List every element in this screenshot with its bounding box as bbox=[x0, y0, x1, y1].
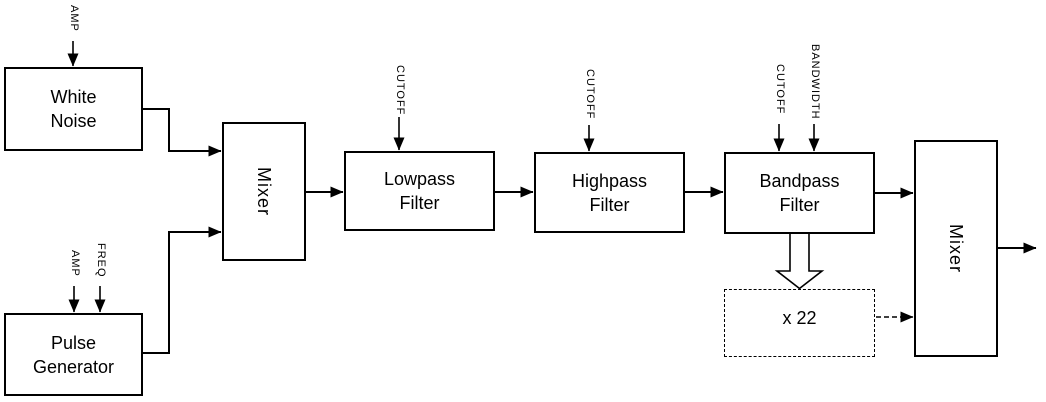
multiplier-label: x 22 bbox=[782, 308, 817, 328]
bandpass-label-line1: Bandpass bbox=[759, 171, 840, 191]
multiplier-box: x 22 bbox=[724, 289, 875, 357]
lowpass-filter-box: Lowpass Filter bbox=[344, 151, 495, 231]
mixer1-box: Mixer bbox=[222, 122, 306, 261]
cutoff-label-lowpass: CUTOFF bbox=[394, 65, 406, 116]
wire-pulse-generator-to-mixer1 bbox=[143, 226, 222, 354]
mixer2-label: Mixer bbox=[946, 224, 966, 273]
amp-label-white-noise: AMP bbox=[68, 5, 80, 32]
bandwidth-label-bandpass: BANDWIDTH bbox=[809, 44, 821, 120]
white-noise-label-line2: Noise bbox=[50, 111, 97, 131]
highpass-filter-box: Highpass Filter bbox=[534, 152, 685, 233]
pulse-generator-label-line2: Generator bbox=[32, 356, 115, 377]
hollow-down-arrow bbox=[774, 233, 825, 290]
lowpass-label-line1: Lowpass bbox=[383, 169, 456, 189]
cutoff-label-bandpass: CUTOFF bbox=[774, 64, 786, 115]
white-noise-label-line1: White bbox=[50, 87, 97, 107]
bandpass-filter-box: Bandpass Filter bbox=[724, 152, 875, 234]
cutoff-label-highpass: CUTOFF bbox=[584, 69, 596, 120]
mixer2-box: Mixer bbox=[914, 140, 998, 357]
white-noise-box: White Noise bbox=[4, 67, 143, 151]
wire-white-noise-to-mixer1 bbox=[143, 108, 222, 157]
lowpass-label-line2: Filter bbox=[399, 193, 440, 213]
bandpass-label-line2: Filter bbox=[779, 195, 820, 215]
freq-label-pulse-generator: FREQ bbox=[95, 243, 107, 278]
highpass-label-line2: Filter bbox=[589, 194, 630, 215]
highpass-label-line1: Highpass bbox=[571, 170, 648, 191]
mixer1-label: Mixer bbox=[254, 167, 274, 216]
amp-label-pulse-generator: AMP bbox=[69, 250, 81, 277]
pulse-generator-label-line1: Pulse bbox=[50, 332, 97, 353]
pulse-generator-box: Pulse Generator bbox=[4, 313, 143, 396]
